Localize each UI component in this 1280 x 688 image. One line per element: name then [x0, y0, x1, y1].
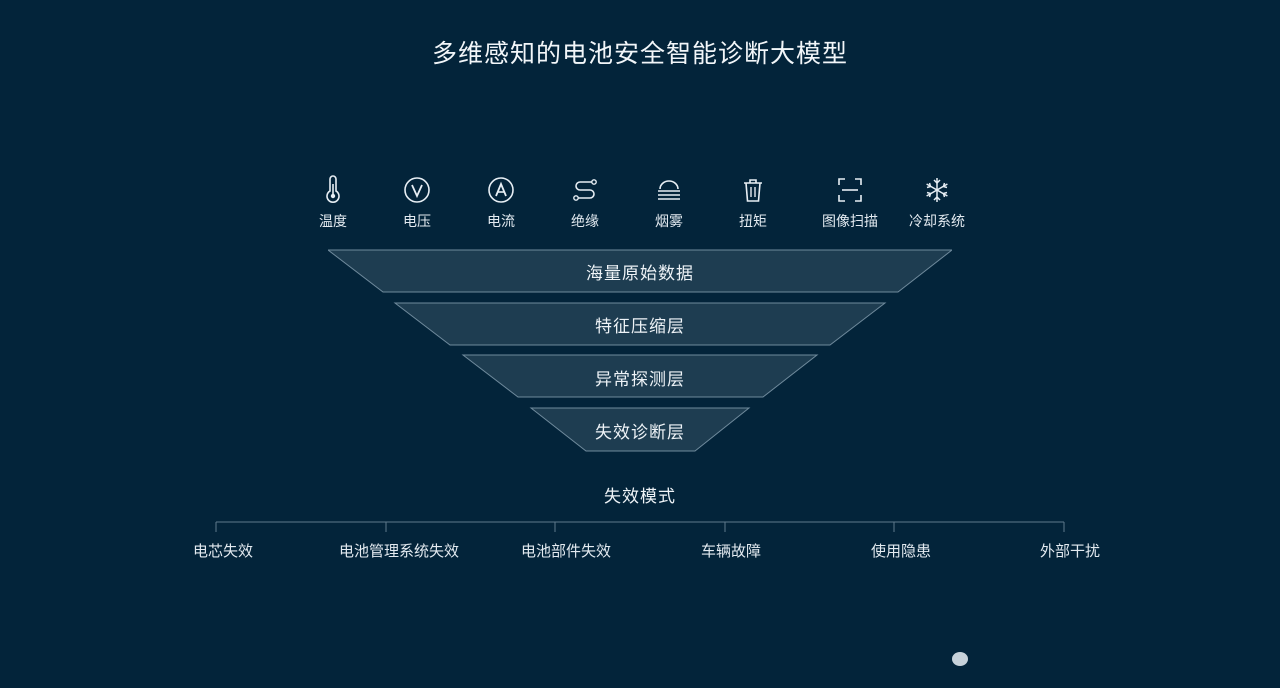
funnel-layer-label: 特征压缩层 [595, 317, 685, 337]
sensor-label: 扭矩 [739, 214, 767, 230]
failure-modes-tree-lines [215, 521, 1065, 532]
sensor-label: 图像扫描 [822, 214, 878, 230]
smoke-icon [658, 180, 680, 200]
snowflake-icon [926, 178, 948, 202]
scan-icon [838, 178, 862, 202]
sensor-cooling-system: 冷却系统 [892, 175, 982, 231]
sensor-label: 电压 [403, 214, 431, 230]
sensor-label: 电流 [487, 214, 515, 230]
sensor-insulation: 绝缘 [540, 175, 630, 231]
funnel-layer-raw-data [328, 249, 952, 293]
funnel-layer-label: 异常探测层 [595, 370, 685, 390]
torque-icon [744, 179, 762, 202]
sensor-label: 温度 [319, 214, 347, 230]
failure-mode-item: 电芯失效 [192, 542, 254, 560]
funnel-layer-failure-diagnosis [529, 407, 751, 452]
current-icon [488, 177, 514, 203]
sensor-current: 电流 [456, 175, 546, 231]
failure-modes-title: 失效模式 [604, 487, 676, 507]
sensor-temperature: 温度 [288, 175, 378, 231]
failure-mode-item: 电池管理系统失效 [338, 542, 460, 560]
failure-mode-item: 使用隐患 [870, 542, 932, 560]
sensor-label: 烟雾 [655, 214, 683, 230]
failure-mode-item: 电池部件失效 [520, 542, 612, 560]
insulation-icon [573, 179, 597, 201]
sensor-torque: 扭矩 [708, 175, 798, 231]
thermometer-icon [326, 175, 340, 203]
page-title: 多维感知的电池安全智能诊断大模型 [431, 39, 848, 68]
funnel-layer-anomaly-detection [461, 354, 819, 398]
failure-mode-item: 车辆故障 [700, 542, 762, 560]
voltage-icon [404, 177, 430, 203]
sensor-label: 绝缘 [571, 214, 599, 230]
watermark-logo [952, 652, 968, 666]
sensor-image-scan: 图像扫描 [805, 175, 895, 231]
sensor-smoke: 烟雾 [624, 175, 714, 231]
funnel-layer-label: 海量原始数据 [586, 264, 694, 284]
funnel-layer-feature-compression [393, 302, 887, 346]
sensor-label: 冷却系统 [909, 214, 965, 230]
funnel-layer-label: 失效诊断层 [595, 423, 685, 443]
failure-mode-item: 外部干扰 [1039, 542, 1101, 560]
sensor-voltage: 电压 [372, 175, 462, 231]
